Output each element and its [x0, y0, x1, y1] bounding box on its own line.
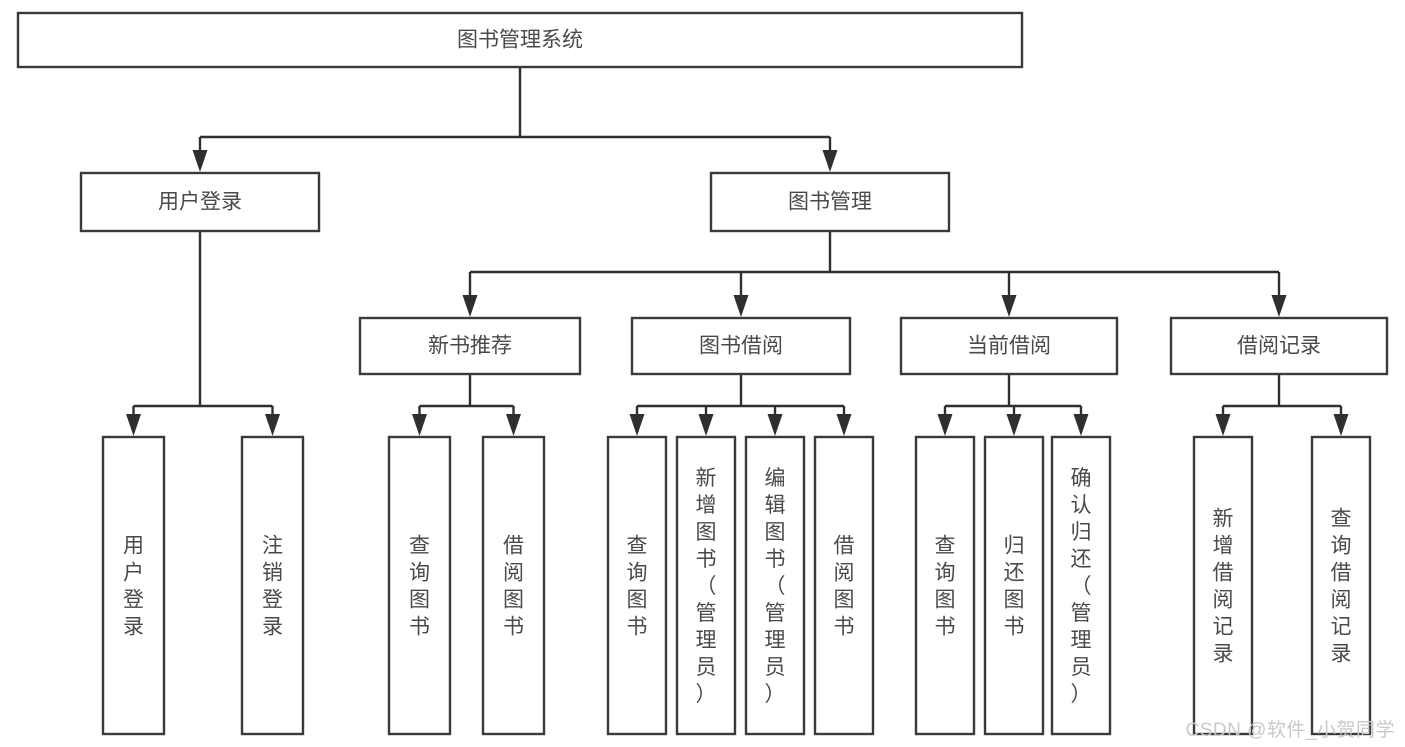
node-leaf-query-book-3[interactable]: 查询图书: [914, 435, 976, 736]
node-current[interactable]: 当前借阅: [899, 316, 1119, 376]
node-box-leaf-query-book-3[interactable]: [914, 435, 976, 736]
connectors-layer: [126, 67, 1349, 436]
node-records[interactable]: 借阅记录: [1169, 316, 1389, 376]
node-label-root: 图书管理系统: [457, 29, 583, 52]
node-bookmgr[interactable]: 图书管理: [709, 171, 951, 233]
connector-newbook: [412, 374, 521, 436]
node-label-leaf-return-book: 归还图书: [1004, 535, 1025, 639]
node-label-leaf-query-book-3: 查询图书: [935, 535, 956, 639]
node-label-leaf-query-book-1: 查询图书: [409, 535, 430, 639]
node-box-records[interactable]: [1169, 316, 1389, 376]
node-box-bookmgr[interactable]: [709, 171, 951, 233]
node-label-leaf-query-record: 查询借阅记录: [1331, 508, 1352, 666]
node-box-current[interactable]: [899, 316, 1119, 376]
node-box-leaf-query-book-2[interactable]: [606, 435, 668, 736]
node-leaf-query-book-2[interactable]: 查询图书: [606, 435, 668, 736]
node-label-leaf-confirm-return: 确认归还（管理员）: [1071, 467, 1092, 706]
connector-bookmgr: [462, 231, 1287, 317]
node-label-records: 借阅记录: [1237, 335, 1321, 358]
node-leaf-return-book[interactable]: 归还图书: [983, 435, 1045, 736]
node-leaf-borrow-book-2[interactable]: 借阅图书: [813, 435, 875, 736]
node-box-leaf-edit-book[interactable]: [744, 435, 806, 736]
node-box-leaf-borrow-book-2[interactable]: [813, 435, 875, 736]
node-label-leaf-add-record: 新增借阅记录: [1213, 508, 1234, 666]
node-label-bookmgr: 图书管理: [788, 191, 872, 214]
node-label-leaf-user-login: 用户登录: [123, 535, 144, 639]
node-box-leaf-query-record[interactable]: [1310, 435, 1372, 736]
node-leaf-query-record[interactable]: 查询借阅记录: [1310, 435, 1372, 736]
node-box-leaf-return-book[interactable]: [983, 435, 1045, 736]
connector-login: [126, 231, 280, 436]
watermark-label: CSDN @软件_小贺同学: [1185, 720, 1395, 741]
node-box-leaf-logout[interactable]: [240, 435, 305, 736]
node-borrow[interactable]: 图书借阅: [630, 316, 852, 376]
node-label-current: 当前借阅: [967, 335, 1051, 358]
node-leaf-add-book[interactable]: 新增图书（管理员）: [675, 435, 737, 736]
node-label-leaf-edit-book: 编辑图书（管理员）: [765, 467, 786, 706]
nodes-layer: 图书管理系统用户登录图书管理新书推荐图书借阅当前借阅借阅记录用户登录注销登录查询…: [16, 11, 1389, 736]
connector-borrow: [629, 374, 852, 436]
connector-current: [937, 374, 1089, 436]
node-leaf-confirm-return[interactable]: 确认归还（管理员）: [1050, 435, 1112, 736]
node-box-leaf-add-record[interactable]: [1192, 435, 1254, 736]
connector-root: [192, 67, 838, 172]
node-leaf-query-book-1[interactable]: 查询图书: [387, 435, 452, 736]
node-box-leaf-query-book-1[interactable]: [387, 435, 452, 736]
node-label-leaf-borrow-book-2: 借阅图书: [834, 535, 855, 639]
node-box-login[interactable]: [79, 171, 321, 233]
node-box-borrow[interactable]: [630, 316, 852, 376]
node-leaf-borrow-book-1[interactable]: 借阅图书: [481, 435, 546, 736]
node-leaf-add-record[interactable]: 新增借阅记录: [1192, 435, 1254, 736]
node-label-login: 用户登录: [158, 191, 242, 214]
node-leaf-edit-book[interactable]: 编辑图书（管理员）: [744, 435, 806, 736]
node-box-root[interactable]: [16, 11, 1024, 69]
node-box-newbook[interactable]: [358, 316, 582, 376]
node-login[interactable]: 用户登录: [79, 171, 321, 233]
node-newbook[interactable]: 新书推荐: [358, 316, 582, 376]
node-box-leaf-user-login[interactable]: [101, 435, 166, 736]
node-label-leaf-query-book-2: 查询图书: [627, 535, 648, 639]
node-label-borrow: 图书借阅: [699, 335, 783, 358]
node-label-leaf-add-book: 新增图书（管理员）: [696, 467, 717, 706]
node-leaf-user-login[interactable]: 用户登录: [101, 435, 166, 736]
node-root[interactable]: 图书管理系统: [16, 11, 1024, 69]
connector-records: [1215, 374, 1349, 436]
node-label-leaf-borrow-book-1: 借阅图书: [503, 535, 524, 639]
node-leaf-logout[interactable]: 注销登录: [240, 435, 305, 736]
node-box-leaf-confirm-return[interactable]: [1050, 435, 1112, 736]
node-label-newbook: 新书推荐: [428, 335, 512, 358]
node-label-leaf-logout: 注销登录: [262, 535, 283, 639]
node-box-leaf-add-book[interactable]: [675, 435, 737, 736]
node-box-leaf-borrow-book-1[interactable]: [481, 435, 546, 736]
